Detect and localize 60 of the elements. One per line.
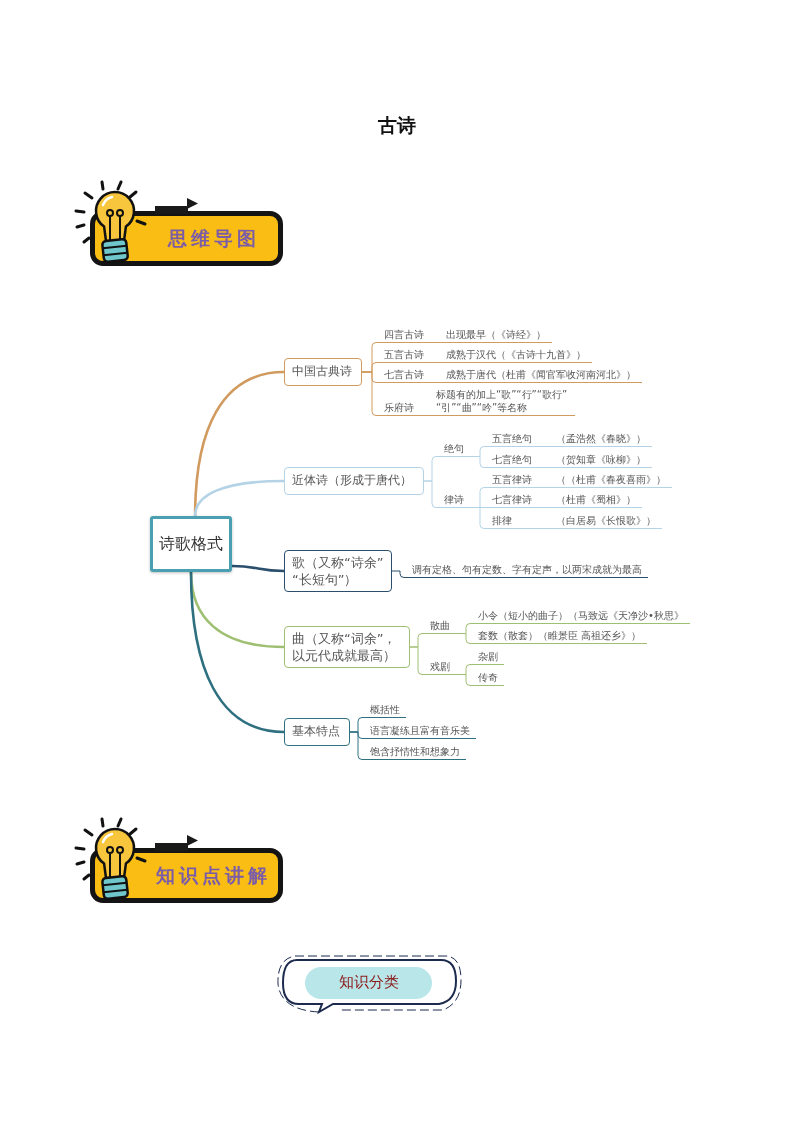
connector-line — [349, 731, 365, 760]
branch-item: 四言古诗 — [378, 326, 430, 343]
topic-box: 曲（又称“词余”，以元代成就最高） — [284, 626, 410, 668]
branch-item: 成熟于唐代（杜甫《闻官军收河南河北》） — [440, 366, 642, 383]
connector-line — [469, 507, 487, 529]
connector-line — [537, 487, 551, 488]
connector-line — [517, 528, 551, 529]
branch-item: （孟浩然《春晓》） — [550, 430, 652, 447]
branch-item: 七言绝句 — [486, 451, 538, 468]
branch-item: 律诗 — [438, 491, 470, 508]
section-label: 知识分类 — [339, 973, 399, 992]
connector-line — [537, 467, 551, 468]
branch-item: （（杜甫《春夜喜雨》） — [550, 471, 672, 488]
branch-item: 散曲 — [424, 617, 456, 634]
speech-bubble — [275, 953, 463, 1015]
branch-item: 标题有的加上“歌”“行”“歌行”“引”“曲”“吟”等名称 — [430, 386, 575, 416]
branch-item: 排律 — [486, 512, 518, 529]
branch-item: 戏剧 — [424, 658, 456, 675]
branch-item: 概括性 — [364, 701, 406, 718]
branch-item: 五言律诗 — [486, 471, 538, 488]
branch-item: 传奇 — [472, 669, 504, 686]
connector-line — [429, 382, 441, 383]
branch-item: 小令（短小的曲子）（马致远《天净沙•秋思》 — [472, 607, 690, 624]
branch-item: （白居易《长恨歌》） — [550, 512, 662, 529]
connector-line — [429, 362, 441, 363]
banner-title: 知识点讲解 — [156, 862, 271, 888]
connector-line — [455, 633, 473, 644]
topic-box: 基本特点 — [284, 718, 350, 746]
branch-item: 绝句 — [438, 440, 470, 457]
page-title: 古诗 — [378, 113, 416, 138]
connector-line — [391, 570, 407, 578]
connector-line — [469, 456, 487, 468]
branch-item: 语言凝练且富有音乐美 — [364, 722, 476, 739]
branch-item: 乐府诗 — [378, 399, 420, 416]
branch-item: 出现最早（《诗经》） — [440, 326, 552, 343]
branch-curve — [193, 479, 286, 518]
branch-item: （贺知章《咏柳》） — [550, 451, 652, 468]
branch-curve — [189, 570, 286, 734]
branch-curve — [230, 564, 286, 573]
connector-line — [429, 342, 441, 343]
branch-item: 饱含抒情性和想象力 — [364, 743, 466, 760]
central-topic-box: 诗歌格式 — [150, 516, 232, 572]
branch-item: 七言律诗 — [486, 491, 538, 508]
banner-title: 思维导图 — [167, 225, 260, 251]
branch-item: 五言古诗 — [378, 346, 430, 363]
branch-item: 成熟于汉代（《古诗十九首》） — [440, 346, 592, 363]
connector-line — [423, 480, 439, 508]
branch-item: 五言绝句 — [486, 430, 538, 447]
connector-line — [455, 674, 473, 686]
connector-line — [537, 446, 551, 447]
topic-box: 歌（又称“诗余”“长短句”） — [284, 550, 392, 592]
topic-box: 中国古典诗 — [284, 358, 362, 386]
branch-item: 七言古诗 — [378, 366, 430, 383]
connector-line — [537, 507, 551, 508]
topic-box: 近体诗（形成于唐代） — [284, 467, 424, 495]
branch-item: 套数（散套）（睢景臣 高祖还乡》） — [472, 627, 648, 644]
branch-item: （杜甫《蜀相》） — [550, 491, 642, 508]
connector-line — [419, 415, 431, 416]
branch-item: 杂剧 — [472, 648, 504, 665]
branch-item: 调有定格、句有定数、字有定声，以两宋成就为最高 — [406, 561, 648, 578]
